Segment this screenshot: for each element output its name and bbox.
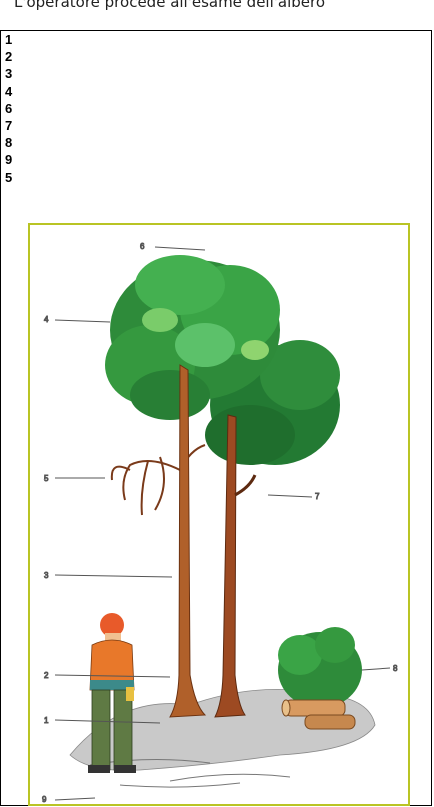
list-number: 7 (5, 117, 12, 134)
bush (278, 627, 362, 708)
back-tree-branch (235, 475, 255, 495)
tree-illustration: 6 4 5 7 3 2 1 (28, 223, 410, 806)
list-number: 2 (5, 48, 12, 65)
dead-branch (112, 445, 205, 515)
label-6-arrow: 6 (140, 242, 205, 251)
label-9: 9 (42, 795, 47, 804)
label-5-arrow: 5 (44, 474, 105, 483)
label-7-arrow: 7 (268, 492, 320, 501)
list-number: 1 (5, 31, 12, 48)
label-9-arrow: 9 (42, 795, 95, 804)
list-number: 4 (5, 83, 12, 100)
label-7: 7 (315, 492, 320, 501)
list-number: 3 (5, 65, 12, 82)
label-3: 3 (44, 571, 49, 580)
list-number: 9 (5, 151, 12, 168)
tree-illustration-svg: 6 4 5 7 3 2 1 (30, 225, 408, 804)
list-number: 8 (5, 134, 12, 151)
number-list: 1 2 3 4 6 7 8 9 5 (5, 31, 12, 186)
label-8: 8 (393, 664, 398, 673)
label-8-arrow: 8 (362, 664, 398, 673)
label-1: 1 (44, 716, 49, 725)
label-5: 5 (44, 474, 49, 483)
label-6: 6 (140, 242, 145, 251)
label-4: 4 (44, 315, 49, 324)
header-text: L'operatore procede all'esame dell'alber… (14, 0, 434, 11)
label-4-arrow: 4 (44, 315, 110, 324)
label-2: 2 (44, 671, 49, 680)
list-number: 5 (5, 169, 12, 186)
list-number: 6 (5, 100, 12, 117)
label-3-arrow: 3 (44, 571, 172, 580)
